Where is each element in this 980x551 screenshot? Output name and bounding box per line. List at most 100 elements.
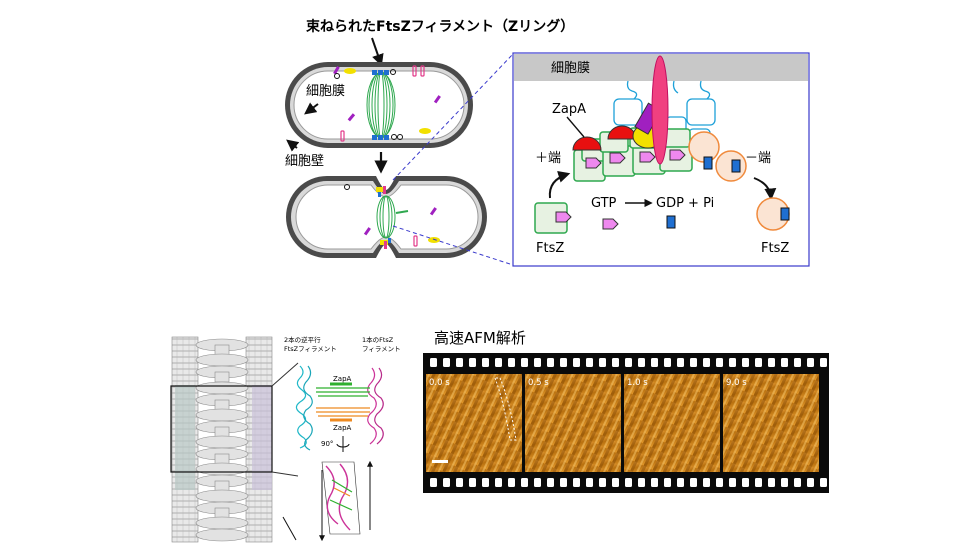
sprocket-hole [651, 358, 658, 367]
sprocket-hole [443, 358, 450, 367]
constricted-z-ring [376, 195, 396, 239]
gtp-pentagon [609, 152, 626, 164]
gtp-pentagon [585, 157, 602, 169]
yellow-protein [428, 237, 440, 243]
blue-protein [378, 192, 381, 197]
membrane-arrow [304, 102, 319, 115]
green-filament [395, 210, 409, 214]
purple-protein [363, 227, 371, 236]
sprocket-hole [586, 358, 593, 367]
gtp-pentagon [669, 149, 686, 161]
zring-arrow [371, 37, 384, 67]
upper-cell [285, 62, 473, 148]
selection-guide [282, 516, 297, 541]
sprocket-hole [625, 478, 632, 487]
gdp-square [731, 159, 741, 173]
zapa-lower-label: ZapA [333, 424, 352, 432]
sprocket-hole [664, 478, 671, 487]
afm-frame [624, 374, 720, 472]
reaction-gtp: GTP [591, 196, 617, 211]
sprocket-hole [573, 478, 580, 487]
sprocket-hole [534, 358, 541, 367]
sprocket-hole [573, 358, 580, 367]
yellow-protein [344, 68, 356, 74]
pink-protein [420, 65, 425, 77]
sprocket-hole [521, 478, 528, 487]
sprocket-hole [703, 478, 710, 487]
sprocket-hole [443, 478, 450, 487]
top-diagram: 束ねられたFtsZフィラメント（Zリング） [285, 18, 574, 266]
minus-end-label: －端 [745, 151, 771, 166]
sprocket-hole [495, 358, 502, 367]
afm-title: 高速AFM解析 [434, 329, 526, 347]
ribbon-structure [295, 365, 384, 451]
sprocket-hole [703, 358, 710, 367]
afm-panel: 高速AFM解析 0.0 s 0.5 s 1.0 s 9.0 s [423, 329, 829, 493]
sprocket-hole [651, 478, 658, 487]
gtp-pentagon [602, 218, 619, 230]
sprocket-hole [560, 358, 567, 367]
sprocket-hole [807, 358, 814, 367]
frame-time-label: 0.5 s [528, 378, 549, 388]
film-sprockets [430, 358, 827, 487]
sprocket-hole [755, 478, 762, 487]
gdp-square [666, 215, 676, 229]
rotation-label: 90° [321, 440, 333, 448]
sprocket-hole [781, 358, 788, 367]
sprocket-hole [547, 358, 554, 367]
purple-protein [433, 95, 441, 104]
orange-subunit [715, 150, 747, 182]
sprocket-hole [547, 478, 554, 487]
sprocket-hole [456, 358, 463, 367]
sprocket-hole [495, 478, 502, 487]
sprocket-hole [599, 478, 606, 487]
sprocket-hole [638, 478, 645, 487]
sprocket-hole [456, 478, 463, 487]
pink-protein [413, 235, 418, 247]
sprocket-hole [508, 478, 515, 487]
sprocket-hole [430, 358, 437, 367]
single-label-2: フィラメント [362, 345, 401, 353]
yellow-protein [419, 128, 431, 134]
gtp-pentagon [555, 211, 572, 223]
afm-frame [525, 374, 621, 472]
magenta-transmembrane [651, 55, 669, 165]
zoom-guide-top [392, 53, 514, 181]
sprocket-hole [794, 358, 801, 367]
structure-panel: 2本の逆平行 FtsZフィラメント 1本のFtsZ フィラメント ZapA Za… [170, 335, 401, 543]
sprocket-hole [469, 478, 476, 487]
afm-frame [723, 374, 819, 472]
sprocket-hole [755, 358, 762, 367]
scale-bar [432, 460, 448, 463]
dividing-membrane [295, 184, 479, 250]
sprocket-hole [625, 358, 632, 367]
sprocket-hole [599, 358, 606, 367]
sprocket-hole [638, 358, 645, 367]
gdp-square [703, 156, 713, 170]
sprocket-hole [612, 358, 619, 367]
cell-membrane-label: 細胞膜 [306, 84, 345, 99]
purple-protein [429, 207, 437, 216]
purple-protein [347, 113, 356, 122]
frame-time-label: 9.0 s [726, 378, 747, 388]
cell-wall-label: 細胞壁 [285, 154, 324, 169]
sprocket-hole [508, 358, 515, 367]
sprocket-hole [690, 358, 697, 367]
sprocket-hole [794, 478, 801, 487]
sprocket-hole [664, 358, 671, 367]
sprocket-hole [482, 478, 489, 487]
sprocket-hole [586, 478, 593, 487]
sprocket-hole [742, 478, 749, 487]
pink-protein [383, 186, 386, 194]
afm-frame [426, 374, 522, 472]
antiparallel-label-2: FtsZフィラメント [284, 345, 337, 353]
ftsz-right-label: FtsZ [761, 241, 789, 256]
sprocket-hole [612, 478, 619, 487]
plus-end-label: ＋端 [535, 151, 561, 166]
zapa-pointer [566, 116, 585, 138]
frame-time-label: 0.0 s [429, 378, 450, 388]
blue-protein [388, 238, 391, 243]
sprocket-hole [781, 478, 788, 487]
sprocket-hole [729, 478, 736, 487]
assembly-arrow [548, 171, 571, 199]
